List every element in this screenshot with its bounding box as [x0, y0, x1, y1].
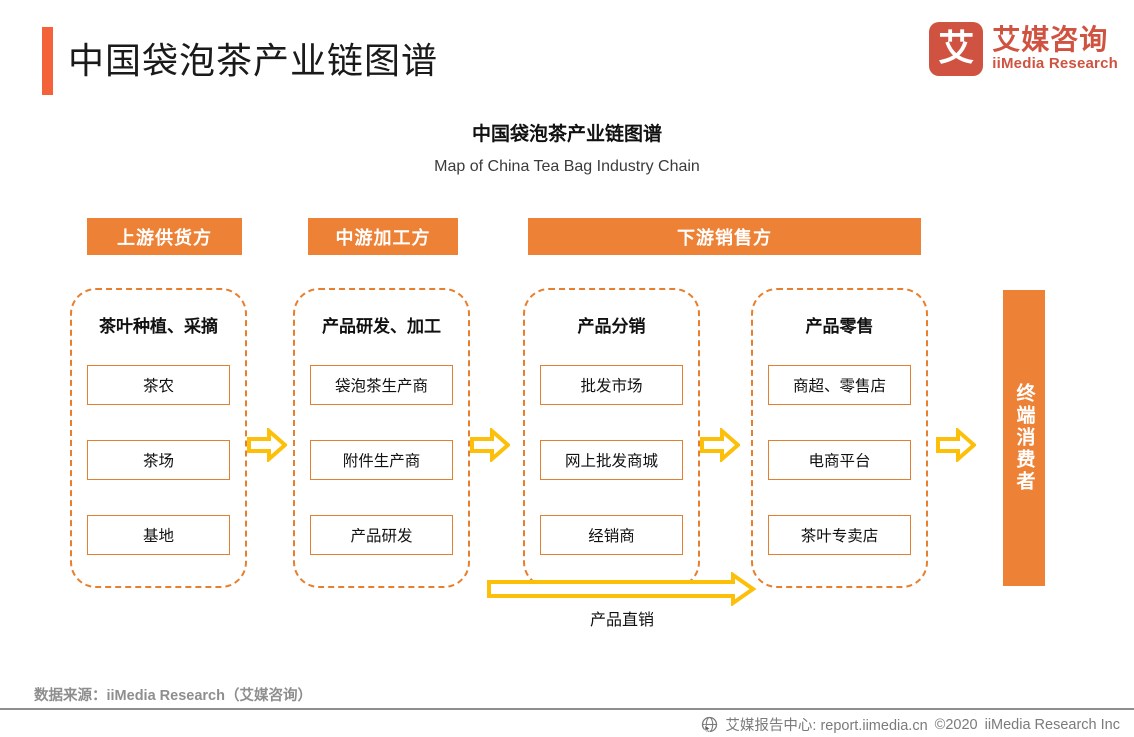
item-box: 批发市场 — [540, 365, 683, 405]
report-center-text: 艾媒报告中心: report.iimedia.cn — [725, 718, 928, 734]
group-heading-processing: 产品研发、加工 — [322, 317, 441, 336]
group-distribution: 产品分销 批发市场 网上批发商城 经销商 — [523, 288, 700, 588]
group-heading-distribution: 产品分销 — [577, 317, 646, 336]
item-box: 经销商 — [540, 515, 683, 555]
stage-bar-midstream: 中游加工方 — [308, 218, 458, 255]
item-box: 产品研发 — [310, 515, 453, 555]
item-box: 茶场 — [87, 440, 230, 480]
footer-bar: 艾媒报告中心: report.iimedia.cn ©2020 iiMedia … — [701, 714, 1120, 735]
source-note: 数据来源：iiMedia Research（艾媒咨询） — [34, 688, 312, 704]
item-box: 袋泡茶生产商 — [310, 365, 453, 405]
stage-bar-downstream: 下游销售方 — [528, 218, 921, 255]
item-box: 商超、零售店 — [768, 365, 911, 405]
brand-text: 艾媒咨询 iiMedia Research — [992, 23, 1118, 74]
globe-icon — [701, 716, 718, 733]
flow-arrow-right-icon — [700, 428, 740, 462]
iimedia-logo-icon: 艾 — [929, 22, 984, 76]
end-consumer-label: 终端消费者 — [1013, 383, 1035, 493]
title-accent-bar — [42, 27, 53, 95]
item-box: 网上批发商城 — [540, 440, 683, 480]
direct-sales-arrow-icon — [487, 572, 757, 606]
copyright-text: ©2020 — [934, 716, 978, 733]
page-title: 中国袋泡茶产业链图谱 — [68, 40, 439, 81]
chart-title: 中国袋泡茶产业链图谱 — [471, 124, 662, 145]
brand-name-en: iiMedia Research — [992, 54, 1118, 72]
flow-arrow-right-icon — [470, 428, 510, 462]
group-retail: 产品零售 商超、零售店 电商平台 茶叶专卖店 — [751, 288, 928, 588]
end-consumer-node: 终端消费者 — [1003, 290, 1045, 586]
footer-divider — [0, 708, 1134, 710]
direct-sales-label: 产品直销 — [589, 612, 654, 629]
brand-name-cn: 艾媒咨询 — [992, 23, 1109, 55]
brand-logo: 艾 艾媒咨询 iiMedia Research — [929, 22, 1118, 76]
flow-arrow-right-icon — [247, 428, 287, 462]
company-text: iiMedia Research Inc — [984, 716, 1120, 733]
item-box: 茶农 — [87, 365, 230, 405]
group-heading-planting: 茶叶种植、采摘 — [99, 317, 218, 336]
chart-subtitle: Map of China Tea Bag Industry Chain — [434, 158, 700, 175]
stage-bar-upstream: 上游供货方 — [87, 218, 242, 255]
item-box: 电商平台 — [768, 440, 911, 480]
item-box: 基地 — [87, 515, 230, 555]
flow-arrow-right-icon — [936, 428, 976, 462]
group-processing: 产品研发、加工 袋泡茶生产商 附件生产商 产品研发 — [293, 288, 470, 588]
group-heading-retail: 产品零售 — [805, 317, 874, 336]
item-box: 附件生产商 — [310, 440, 453, 480]
group-planting: 茶叶种植、采摘 茶农 茶场 基地 — [70, 288, 247, 588]
item-box: 茶叶专卖店 — [768, 515, 911, 555]
